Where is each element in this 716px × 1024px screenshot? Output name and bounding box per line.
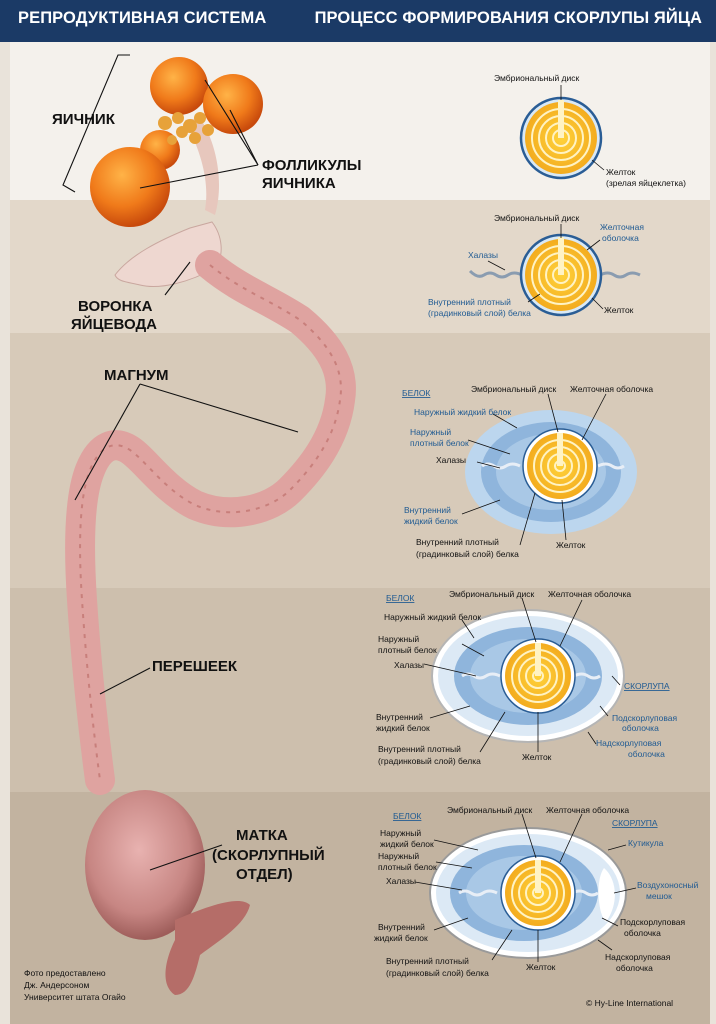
s4-sub-1: Подскорлуповая [612, 713, 678, 723]
s3-outer-thick-2: плотный белок [410, 438, 469, 448]
s4-inner-thick-1: Внутренний плотный [378, 744, 461, 754]
s5-sub-2: оболочка [624, 928, 661, 938]
uterus-label-3: ОТДЕЛ) [236, 866, 293, 883]
s3-disc-label: Эмбриональный диск [471, 384, 557, 394]
header-bar: РЕПРОДУКТИВНАЯ СИСТЕМА ПРОЦЕСС ФОРМИРОВА… [0, 0, 716, 42]
follicles-label-2: ЯИЧНИКА [262, 175, 336, 192]
s5-yolk-label: Желток [526, 962, 556, 972]
s5-outer-thick-1: Наружный [378, 851, 419, 861]
credit-line-2: Дж. Андерсоном [24, 980, 89, 990]
stage-4-egg [423, 597, 625, 753]
s4-disc-label: Эмбриональный диск [449, 589, 535, 599]
funnel-label-2: ЯЙЦЕВОДА [71, 315, 157, 333]
uterus-label-1: МАТКА [236, 827, 288, 844]
s5-shell-label: СКОРЛУПА [612, 818, 658, 828]
s5-inner-thin-1: Внутренний [378, 922, 425, 932]
s1-yolk-sub: (зрелая яйцеклетка) [606, 178, 686, 188]
s2-membrane-label-1: Желточная [600, 222, 644, 232]
s5-inner-thin-2: жидкий белок [374, 933, 428, 943]
s3-inner-thick-1: Внутренний плотный [416, 537, 499, 547]
s5-cuticle-label: Кутикула [628, 838, 664, 848]
s4-outer-thin-label: Наружный жидкий белок [384, 612, 481, 622]
stage-3-egg [461, 393, 637, 546]
s3-inner-thin-1: Внутренний [404, 505, 451, 515]
follicle-1 [150, 57, 208, 115]
magnum-label: МАГНУМ [104, 367, 169, 384]
s4-inner-thin-1: Внутренний [376, 712, 423, 722]
s5-albumen-label: БЕЛОК [393, 811, 421, 821]
s4-over-1: Надскорлуповая [596, 738, 662, 748]
s1-disc-label: Эмбриональный диск [494, 73, 580, 83]
s4-yolk-label: Желток [522, 752, 552, 762]
s3-membrane-label: Желточная оболочка [570, 384, 653, 394]
stage-1-egg [519, 85, 605, 180]
s3-albumen-label: БЕЛОК [402, 388, 430, 398]
s5-air-2: мешок [646, 891, 672, 901]
funnel-label-1: ВОРОНКА [78, 298, 153, 315]
s5-over-1: Надскорлуповая [605, 952, 671, 962]
s1-yolk-label: Желток [606, 167, 636, 177]
s5-outer-thin-2: жидкий белок [380, 839, 434, 849]
s2-disc-label: Эмбриональный диск [494, 213, 580, 223]
s5-over-2: оболочка [616, 963, 653, 973]
s5-disc-label: Эмбриональный диск [447, 805, 533, 815]
follicle-4 [90, 147, 170, 227]
uterus-label-2: (СКОРЛУПНЫЙ [212, 846, 325, 864]
s3-inner-thick-2: (градинковый слой) белка [416, 549, 519, 559]
s2-chalazae-label: Халазы [468, 250, 498, 260]
ovary-group [90, 57, 263, 227]
left-title: РЕПРОДУКТИВНАЯ СИСТЕМА [18, 9, 267, 27]
follicles-label-1: ФОЛЛИКУЛЫ [262, 157, 361, 174]
s4-inner-thick-2: (градинковый слой) белка [378, 756, 481, 766]
s2-membrane-label-2: оболочка [602, 233, 639, 243]
oviduct-tube [65, 250, 356, 795]
s3-yolk-label: Желток [556, 540, 586, 550]
s5-inner-thick-1: Внутренний плотный [386, 956, 469, 966]
credit-line-1: Фото предоставлено [24, 968, 106, 978]
s5-chalazae-label: Халазы [386, 876, 416, 886]
cloaca [165, 900, 250, 995]
s2-inner-label-2: (градинковый слой) белка [428, 308, 531, 318]
stage-5-egg [414, 813, 637, 962]
s4-albumen-label: БЕЛОК [386, 593, 414, 603]
s5-outer-thick-2: плотный белок [378, 862, 437, 872]
s3-outer-thin-label: Наружный жидкий белок [414, 407, 511, 417]
right-title: ПРОЦЕСС ФОРМИРОВАНИЯ СКОРЛУПЫ ЯЙЦА [314, 9, 702, 27]
s5-inner-thick-2: (градинковый слой) белка [386, 968, 489, 978]
follicle-2 [203, 74, 263, 134]
s5-outer-thin-1: Наружный [380, 828, 421, 838]
stage-2-egg [468, 224, 641, 317]
uterus [85, 790, 205, 940]
s4-inner-thin-2: жидкий белок [376, 723, 430, 733]
s5-sub-1: Подскорлуповая [620, 917, 686, 927]
s4-chalazae-label: Халазы [394, 660, 424, 670]
s2-inner-label-1: Внутренний плотный [428, 297, 511, 307]
credit-line-3: Университет штата Огайо [24, 992, 126, 1002]
s3-outer-thick-1: Наружный [410, 427, 451, 437]
s4-sub-2: оболочка [622, 723, 659, 733]
isthmus-label: ПЕРЕШЕЕК [152, 658, 238, 675]
air-cell [598, 868, 615, 922]
s3-inner-thin-2: жидкий белок [404, 516, 458, 526]
s2-yolk-label: Желток [604, 305, 634, 315]
s3-chalazae-label: Халазы [436, 455, 466, 465]
s4-shell-label: СКОРЛУПА [624, 681, 670, 691]
s5-membrane-label: Желточная оболочка [546, 805, 629, 815]
s4-membrane-label: Желточная оболочка [548, 589, 631, 599]
ovary-label: ЯИЧНИК [52, 111, 116, 128]
copyright: © Hy-Line International [586, 998, 673, 1008]
s5-air-1: Воздухоносный [637, 880, 699, 890]
small-follicles [158, 112, 214, 145]
s4-over-2: оболочка [628, 749, 665, 759]
s4-outer-thick-2: плотный белок [378, 645, 437, 655]
s4-outer-thick-1: Наружный [378, 634, 419, 644]
tube-veins [79, 264, 342, 781]
